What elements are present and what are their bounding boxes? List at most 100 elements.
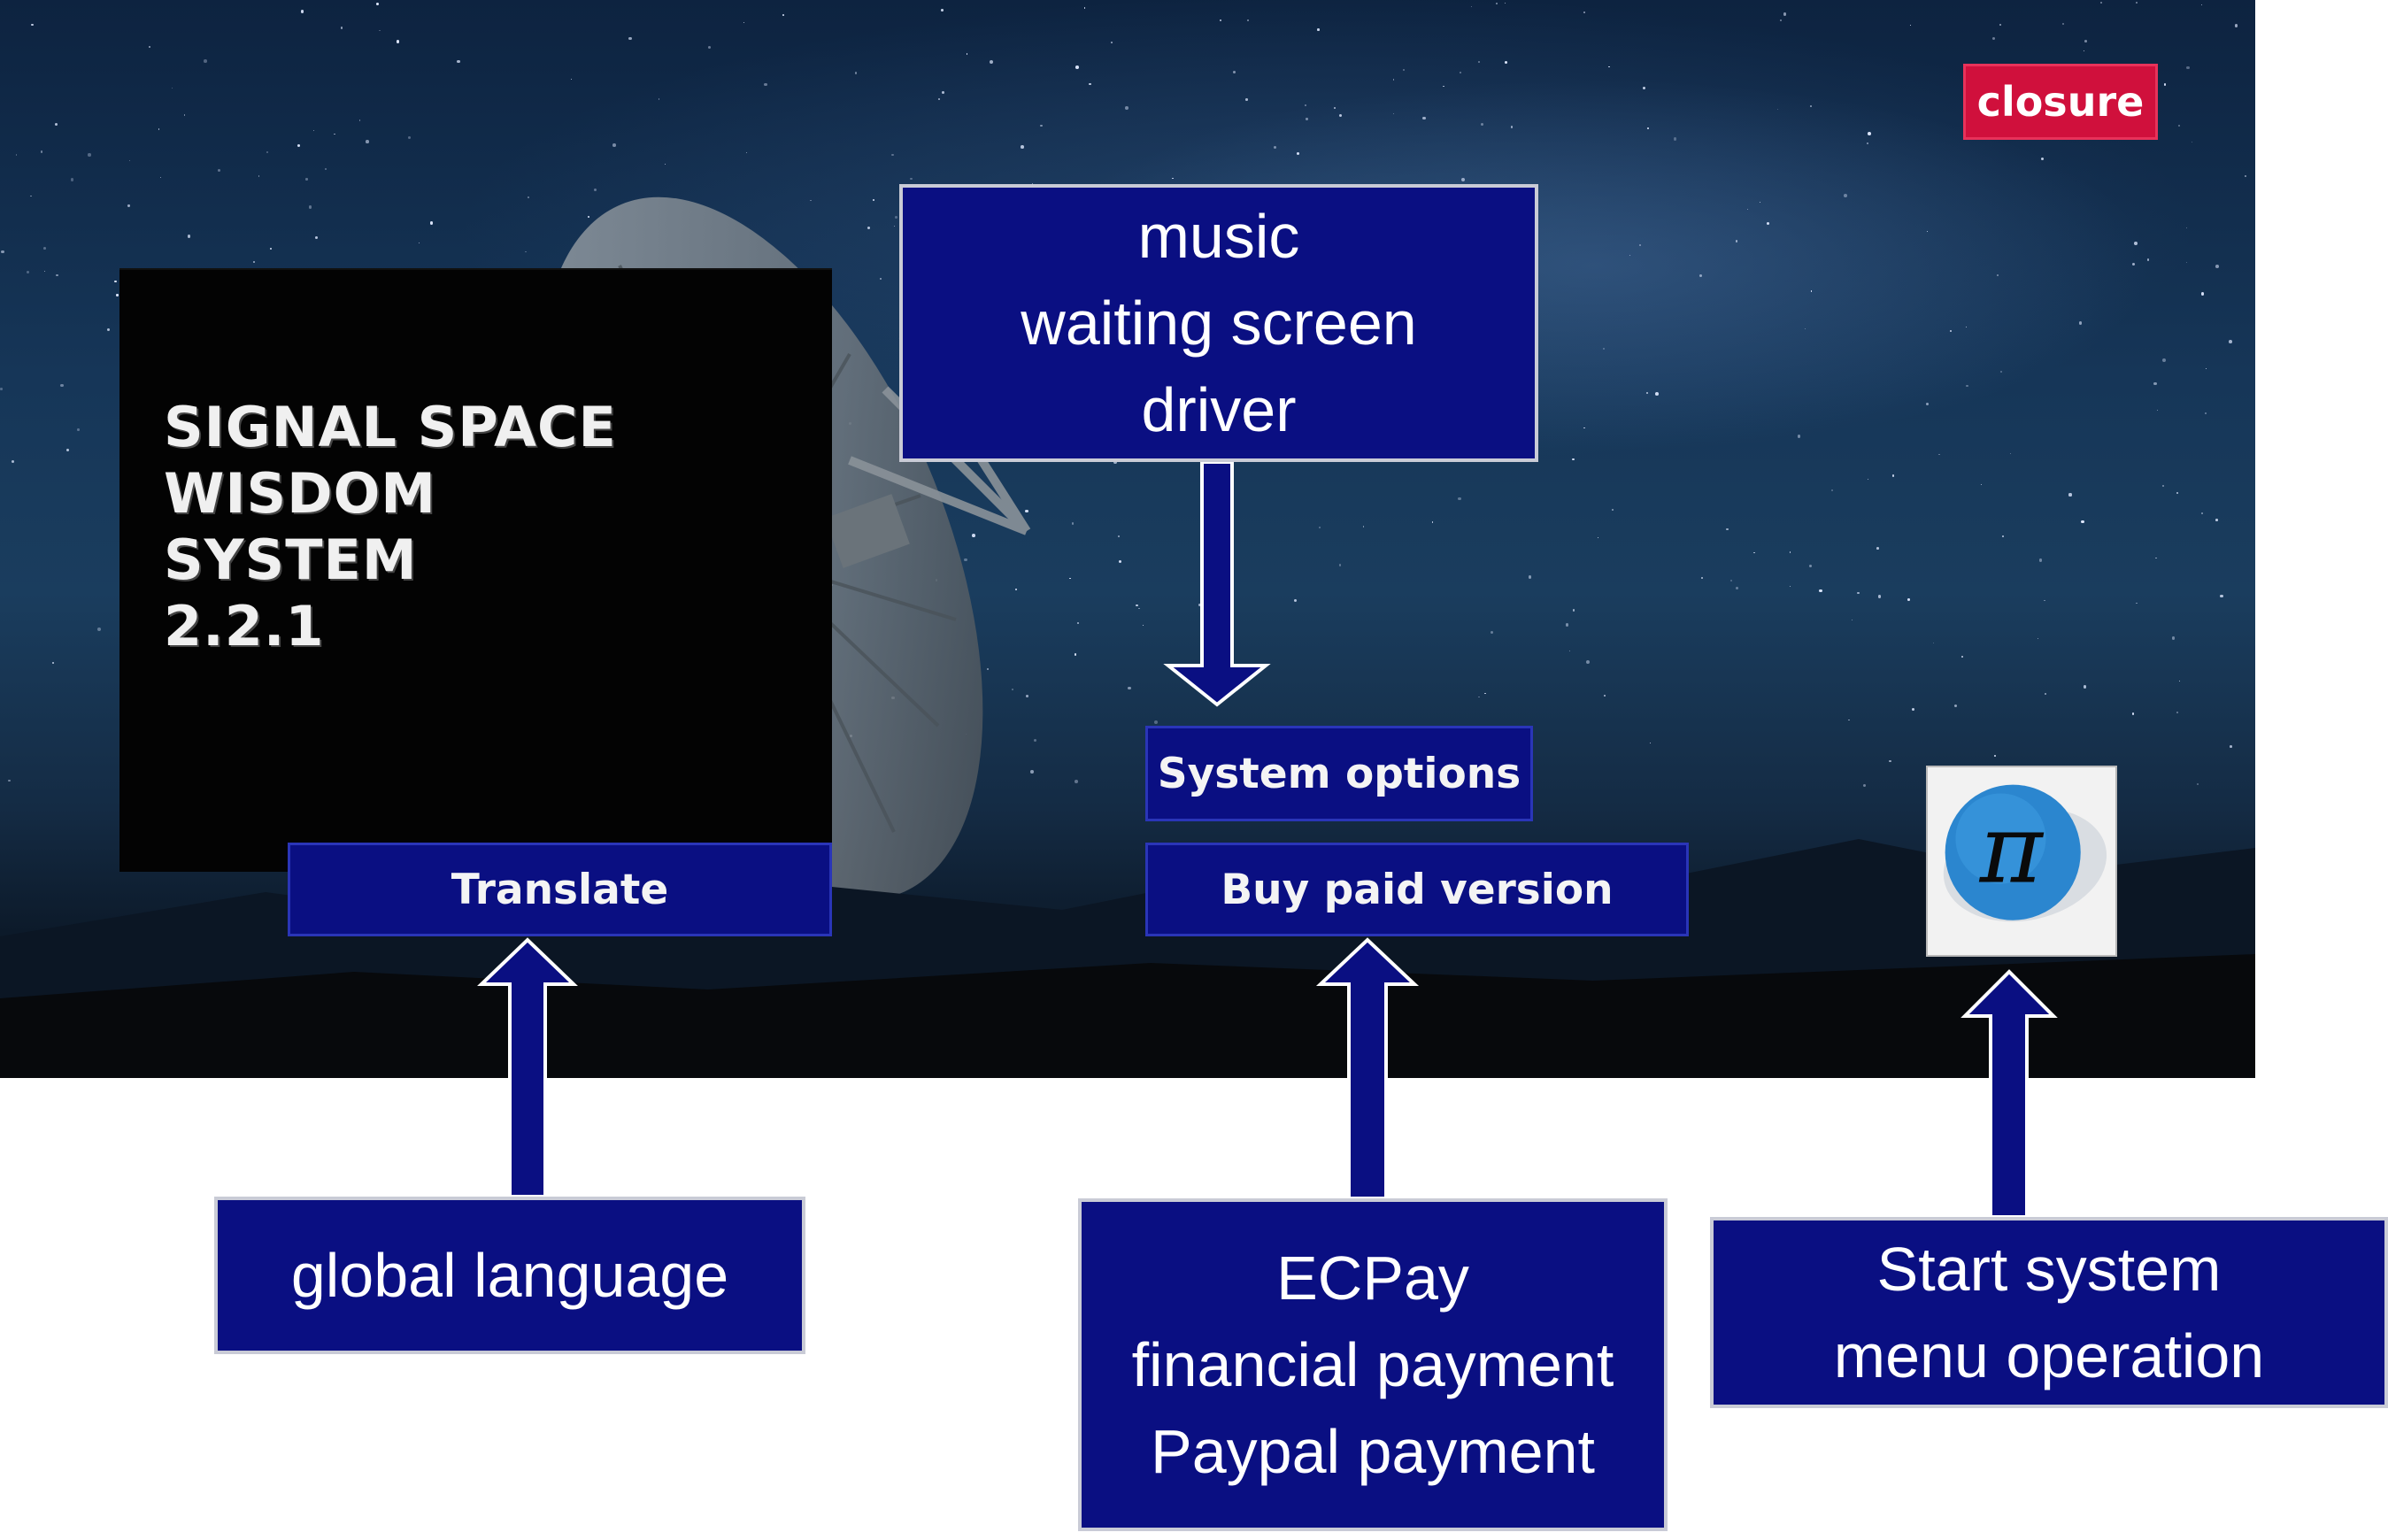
star [2078, 321, 2083, 325]
star [1804, 327, 1806, 330]
star [8, 779, 12, 782]
star [1997, 274, 1999, 276]
translate-button[interactable]: Translate [288, 843, 832, 936]
star [31, 23, 34, 27]
star [407, 135, 412, 139]
star [1273, 145, 1277, 150]
star [114, 280, 117, 282]
star [26, 271, 29, 274]
star [2185, 227, 2188, 229]
star [571, 79, 573, 81]
star [51, 662, 54, 664]
star [1891, 474, 1895, 477]
star [854, 72, 858, 74]
star [1844, 194, 1847, 197]
star [1481, 122, 1484, 126]
star [1505, 60, 1508, 64]
star [2161, 358, 2166, 362]
star [1110, 41, 1113, 43]
star [891, 154, 894, 157]
star [1128, 686, 1131, 690]
star [1030, 770, 1035, 774]
buy-paid-version-button[interactable]: Buy paid version [1145, 843, 1689, 936]
callout-line: Start system [1876, 1235, 2222, 1304]
star [2171, 635, 2176, 640]
star [527, 196, 529, 198]
star [1655, 391, 1660, 396]
star [43, 270, 46, 273]
star [1783, 12, 1787, 16]
star [1431, 521, 1434, 523]
star [1074, 780, 1078, 784]
star [2186, 65, 2190, 70]
star [942, 91, 945, 95]
star [1135, 604, 1138, 607]
pi-icon[interactable]: π [1926, 766, 2117, 957]
star [1458, 497, 1461, 501]
app-title-line: WISDOM [164, 461, 436, 526]
star [1572, 609, 1575, 612]
star [2153, 382, 2157, 386]
star [204, 59, 207, 63]
star [1862, 784, 1867, 788]
star [1477, 60, 1481, 64]
star [745, 152, 748, 154]
star [1583, 427, 1585, 428]
star [1993, 755, 1996, 758]
star [396, 40, 400, 43]
closure-button[interactable]: closure [1963, 64, 2158, 140]
star [1318, 526, 1321, 529]
star [664, 163, 666, 165]
star [1735, 239, 1738, 243]
star [1700, 576, 1703, 579]
star [1999, 23, 2002, 26]
star [1020, 145, 1024, 149]
callout-line: Paypal payment [1151, 1417, 1595, 1486]
star [1926, 230, 1929, 232]
star [1889, 759, 1891, 762]
star [1172, 178, 1174, 180]
star [872, 198, 874, 201]
star [1992, 37, 1996, 41]
star [1980, 483, 1982, 486]
star [1789, 586, 1791, 588]
star [116, 294, 119, 296]
star [1571, 458, 1575, 461]
star [1528, 575, 1532, 579]
star [1811, 290, 1813, 292]
star [1866, 142, 1868, 144]
star [1767, 222, 1769, 226]
star [127, 204, 130, 207]
star [941, 9, 944, 12]
callout-line: global language [290, 1241, 729, 1310]
star [1999, 370, 2002, 373]
star [1565, 622, 1569, 627]
star [1031, 182, 1034, 185]
star [366, 139, 370, 143]
system-options-button[interactable]: System options [1145, 726, 1533, 821]
star [990, 59, 994, 64]
star [1402, 68, 1406, 71]
star [972, 534, 976, 538]
star [1953, 704, 1957, 707]
star [11, 459, 15, 464]
star [1867, 131, 1871, 135]
star [708, 46, 712, 50]
star [1471, 5, 1473, 7]
star [1075, 65, 1079, 70]
star [1014, 588, 1017, 590]
star [1244, 97, 1248, 101]
star [1877, 595, 1881, 598]
star [1025, 509, 1028, 512]
star [1069, 577, 1072, 580]
star [1603, 348, 1605, 350]
callout-music: music waiting screen driver [899, 184, 1538, 462]
star [1907, 597, 1910, 601]
star [893, 226, 895, 227]
star [2215, 265, 2219, 269]
star [2147, 258, 2150, 261]
star [2131, 262, 2136, 266]
star [309, 205, 312, 209]
star [1421, 116, 1426, 120]
star [2084, 40, 2087, 42]
